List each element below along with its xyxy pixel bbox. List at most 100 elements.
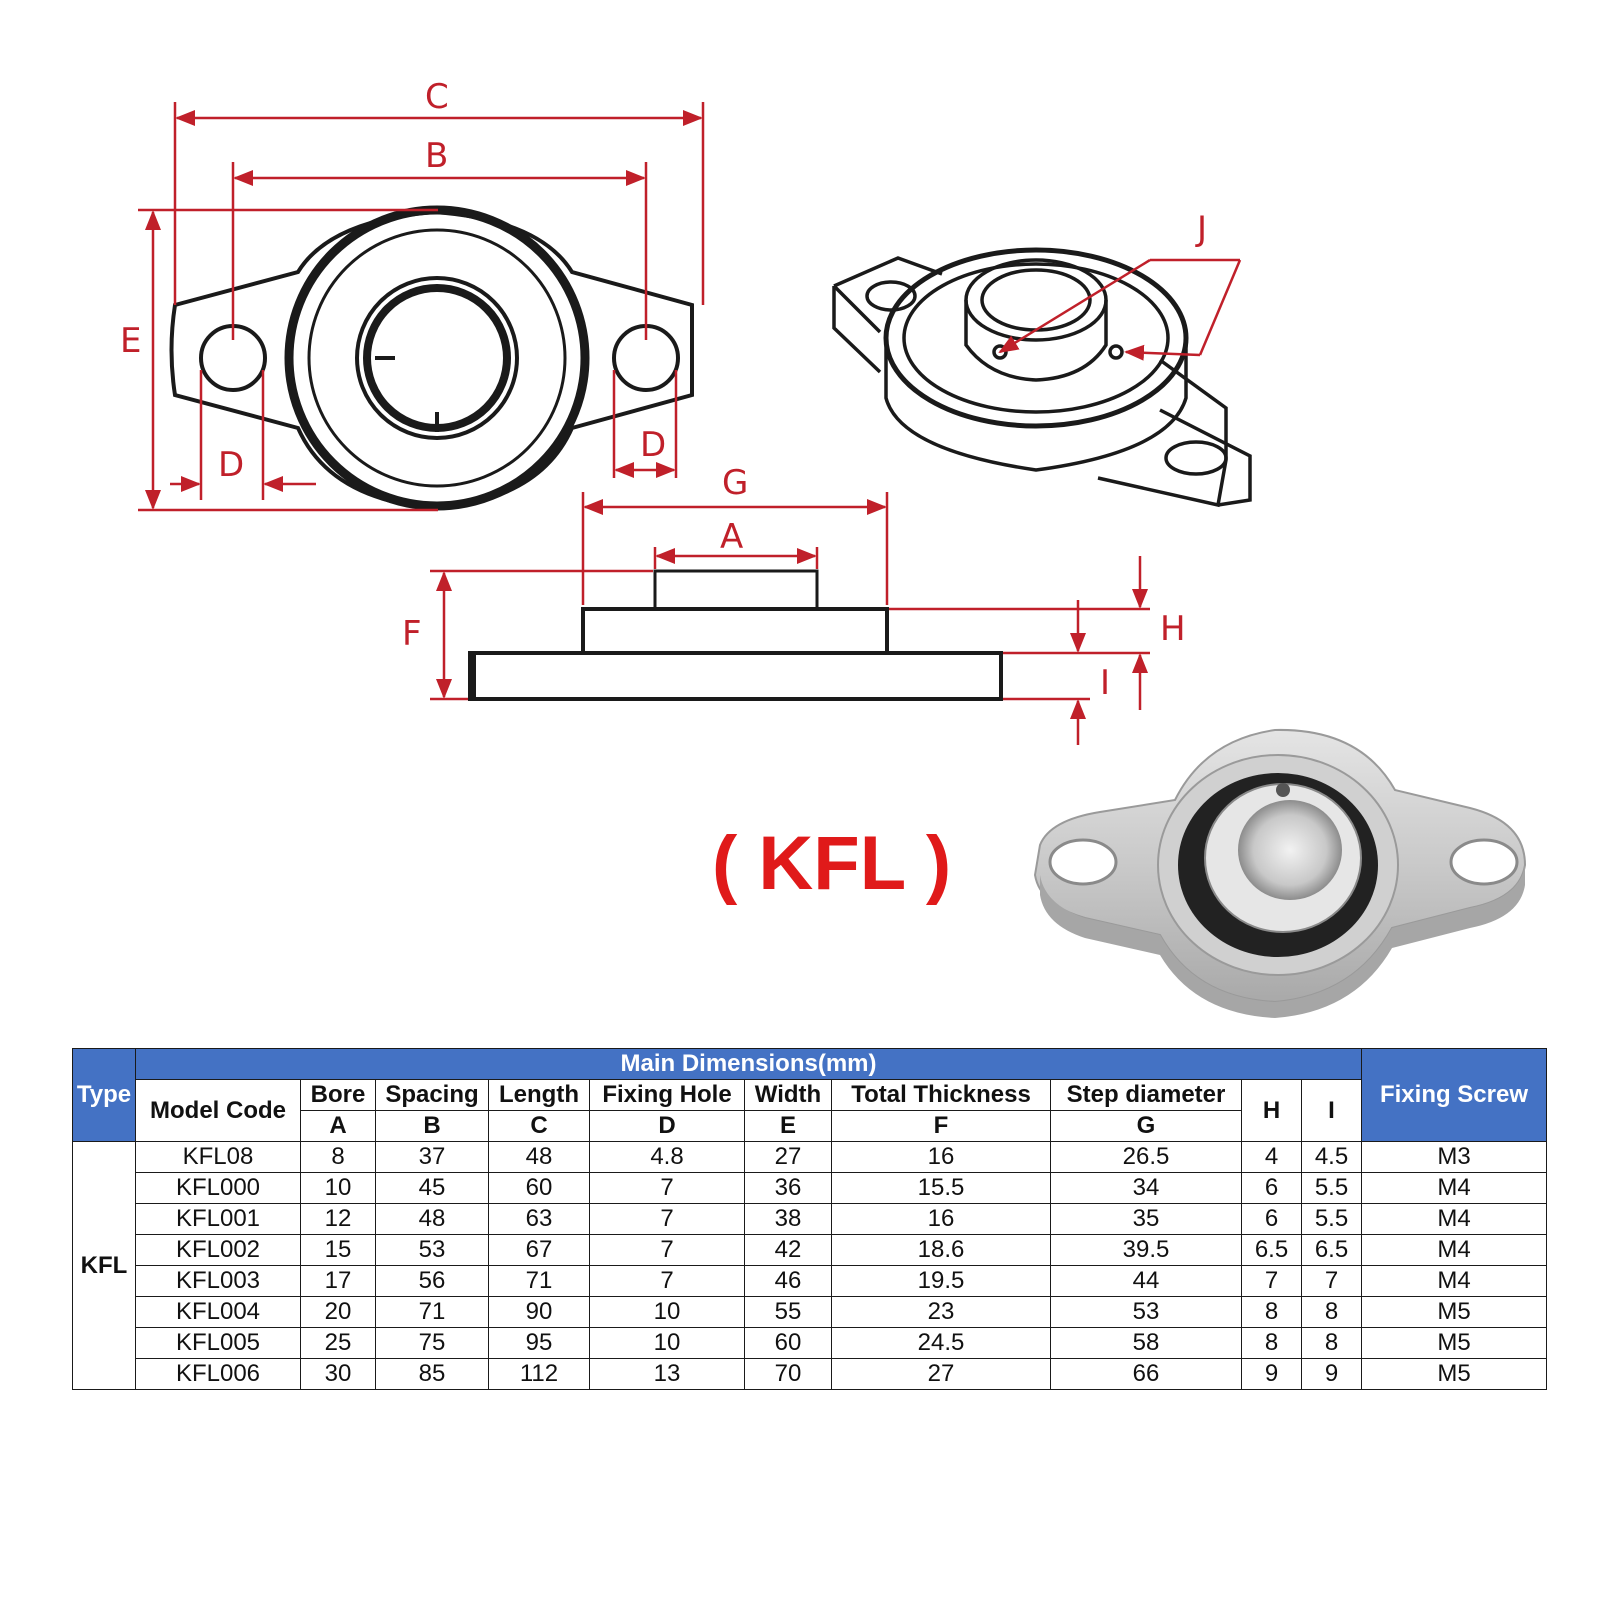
table-cell: 70 xyxy=(744,1358,832,1390)
dim-label-e: E xyxy=(120,321,141,361)
table-cell: 66 xyxy=(1050,1358,1242,1390)
table-cell: M5 xyxy=(1361,1358,1547,1390)
table-cell: 6 xyxy=(1241,1203,1302,1235)
table-cell: 9 xyxy=(1301,1358,1362,1390)
side-view-drawing xyxy=(468,569,1003,701)
dim-label-f: F xyxy=(402,614,422,654)
table-cell: 71 xyxy=(375,1296,489,1328)
table-cell: 37 xyxy=(375,1141,489,1173)
table-cell: 58 xyxy=(1050,1327,1242,1359)
col-step-diameter: Step diameter xyxy=(1050,1079,1242,1111)
dim-label-c: C xyxy=(425,77,449,117)
table-cell: 112 xyxy=(488,1358,590,1390)
dimensions-table: Type Main Dimensions(mm) Fixing Screw Mo… xyxy=(72,1048,1547,1390)
dim-label-a: A xyxy=(720,517,743,557)
table-cell: 4.8 xyxy=(589,1141,745,1173)
dim-label-d-left: D xyxy=(218,445,244,485)
table-cell: 9 xyxy=(1241,1358,1302,1390)
dim-label-b: B xyxy=(425,136,448,176)
table-cell: 7 xyxy=(589,1203,745,1235)
table-cell: 34 xyxy=(1050,1172,1242,1204)
table-cell: 90 xyxy=(488,1296,590,1328)
table-cell: 5.5 xyxy=(1301,1172,1362,1204)
product-photo xyxy=(1033,728,1527,1018)
sub-e: E xyxy=(744,1110,832,1142)
table-cell: 12 xyxy=(300,1203,376,1235)
table-cell: 26.5 xyxy=(1050,1141,1242,1173)
table-cell: 23 xyxy=(831,1296,1051,1328)
type-cell: KFL xyxy=(72,1141,136,1390)
col-width: Width xyxy=(744,1079,832,1111)
table-cell: 10 xyxy=(589,1296,745,1328)
table-cell: 19.5 xyxy=(831,1265,1051,1297)
table-cell: KFL000 xyxy=(135,1172,301,1204)
table-cell: 7 xyxy=(589,1265,745,1297)
table-cell: KFL08 xyxy=(135,1141,301,1173)
dim-label-g: G xyxy=(722,463,748,503)
table-cell: M4 xyxy=(1361,1234,1547,1266)
table-cell: 48 xyxy=(488,1141,590,1173)
table-cell: KFL005 xyxy=(135,1327,301,1359)
table-cell: 16 xyxy=(831,1141,1051,1173)
table-cell: 18.6 xyxy=(831,1234,1051,1266)
table-cell: 25 xyxy=(300,1327,376,1359)
table-cell: 20 xyxy=(300,1296,376,1328)
col-h: H xyxy=(1241,1079,1302,1142)
table-cell: 8 xyxy=(1241,1296,1302,1328)
main-dimensions-header: Main Dimensions(mm) xyxy=(135,1048,1362,1080)
table-cell: 17 xyxy=(300,1265,376,1297)
table-cell: 38 xyxy=(744,1203,832,1235)
table-cell: M4 xyxy=(1361,1172,1547,1204)
type-header: Type xyxy=(72,1048,136,1142)
table-cell: KFL002 xyxy=(135,1234,301,1266)
table-cell: 85 xyxy=(375,1358,489,1390)
table-cell: 42 xyxy=(744,1234,832,1266)
top-view-dimension-labels: C B E D D xyxy=(120,77,666,485)
sub-b: B xyxy=(375,1110,489,1142)
dim-label-d-right: D xyxy=(640,425,666,465)
isometric-dimension-j xyxy=(998,258,1242,361)
table-cell: 8 xyxy=(1301,1327,1362,1359)
fixing-screw-header: Fixing Screw xyxy=(1361,1048,1547,1142)
table-cell: 7 xyxy=(589,1172,745,1204)
table-cell: 5.5 xyxy=(1301,1203,1362,1235)
table-cell: M5 xyxy=(1361,1296,1547,1328)
table-cell: M4 xyxy=(1361,1265,1547,1297)
table-cell: 4.5 xyxy=(1301,1141,1362,1173)
table-cell: M3 xyxy=(1361,1141,1547,1173)
side-view-dimension-labels: G A F H I xyxy=(402,463,1186,703)
sub-c: C xyxy=(488,1110,590,1142)
table-cell: 13 xyxy=(589,1358,745,1390)
table-cell: 4 xyxy=(1241,1141,1302,1173)
table-cell: 35 xyxy=(1050,1203,1242,1235)
dim-label-i: I xyxy=(1100,663,1110,703)
table-cell: 8 xyxy=(1301,1296,1362,1328)
table-cell: 24.5 xyxy=(831,1327,1051,1359)
table-cell: 46 xyxy=(744,1265,832,1297)
col-i: I xyxy=(1301,1079,1362,1142)
table-cell: 8 xyxy=(300,1141,376,1173)
col-spacing: Spacing xyxy=(375,1079,489,1111)
table-cell: 48 xyxy=(375,1203,489,1235)
table-cell: 8 xyxy=(1241,1327,1302,1359)
col-total-thickness: Total Thickness xyxy=(831,1079,1051,1111)
isometric-drawing xyxy=(832,247,1252,508)
table-cell: 53 xyxy=(375,1234,489,1266)
table-cell: 36 xyxy=(744,1172,832,1204)
table-cell: 39.5 xyxy=(1050,1234,1242,1266)
table-cell: 63 xyxy=(488,1203,590,1235)
table-cell: 95 xyxy=(488,1327,590,1359)
table-cell: 75 xyxy=(375,1327,489,1359)
table-cell: 6.5 xyxy=(1301,1234,1362,1266)
sub-f: F xyxy=(831,1110,1051,1142)
col-length: Length xyxy=(488,1079,590,1111)
